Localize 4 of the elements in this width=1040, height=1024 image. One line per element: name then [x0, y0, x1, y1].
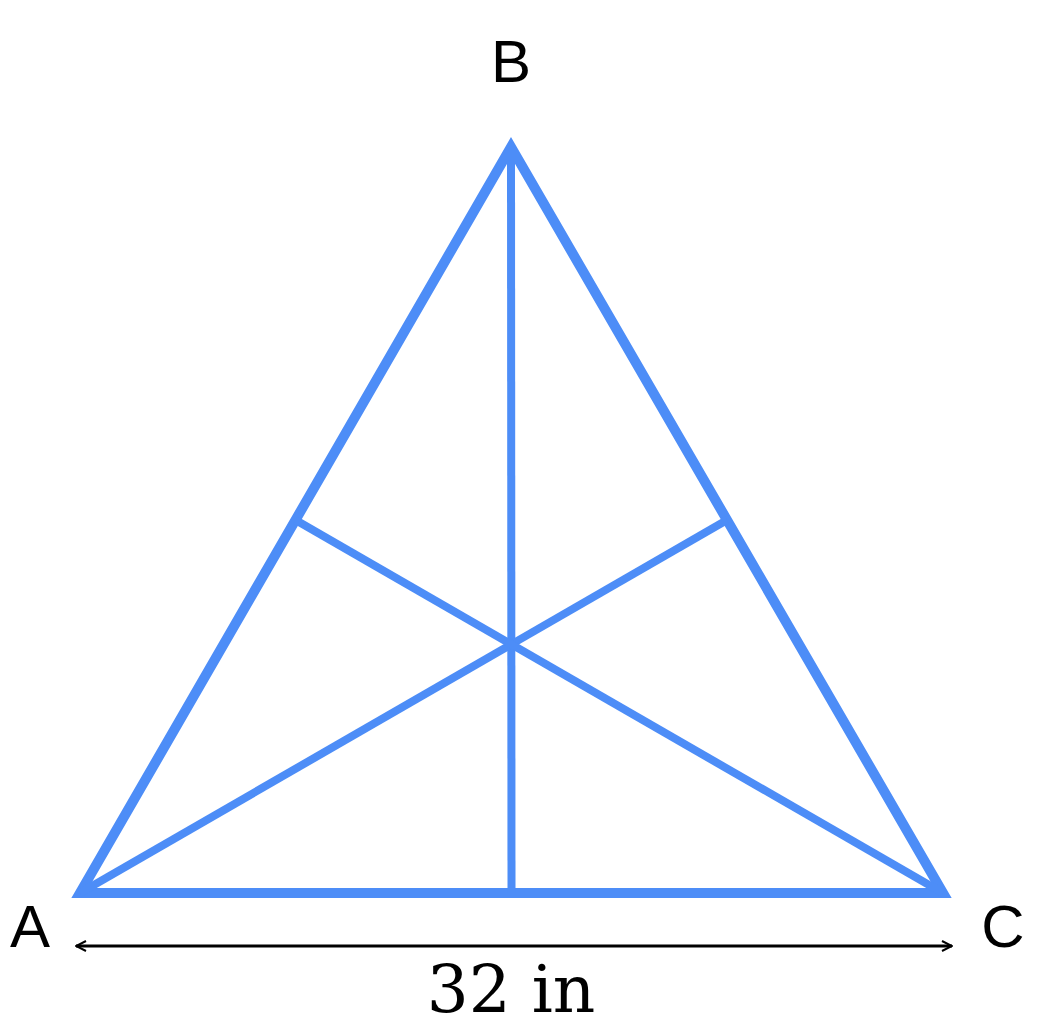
- vertex-label: B: [491, 32, 531, 92]
- dimension-label: 32 in: [426, 957, 596, 1023]
- vertex-label: A: [10, 897, 50, 957]
- vertex-label: C: [981, 897, 1025, 957]
